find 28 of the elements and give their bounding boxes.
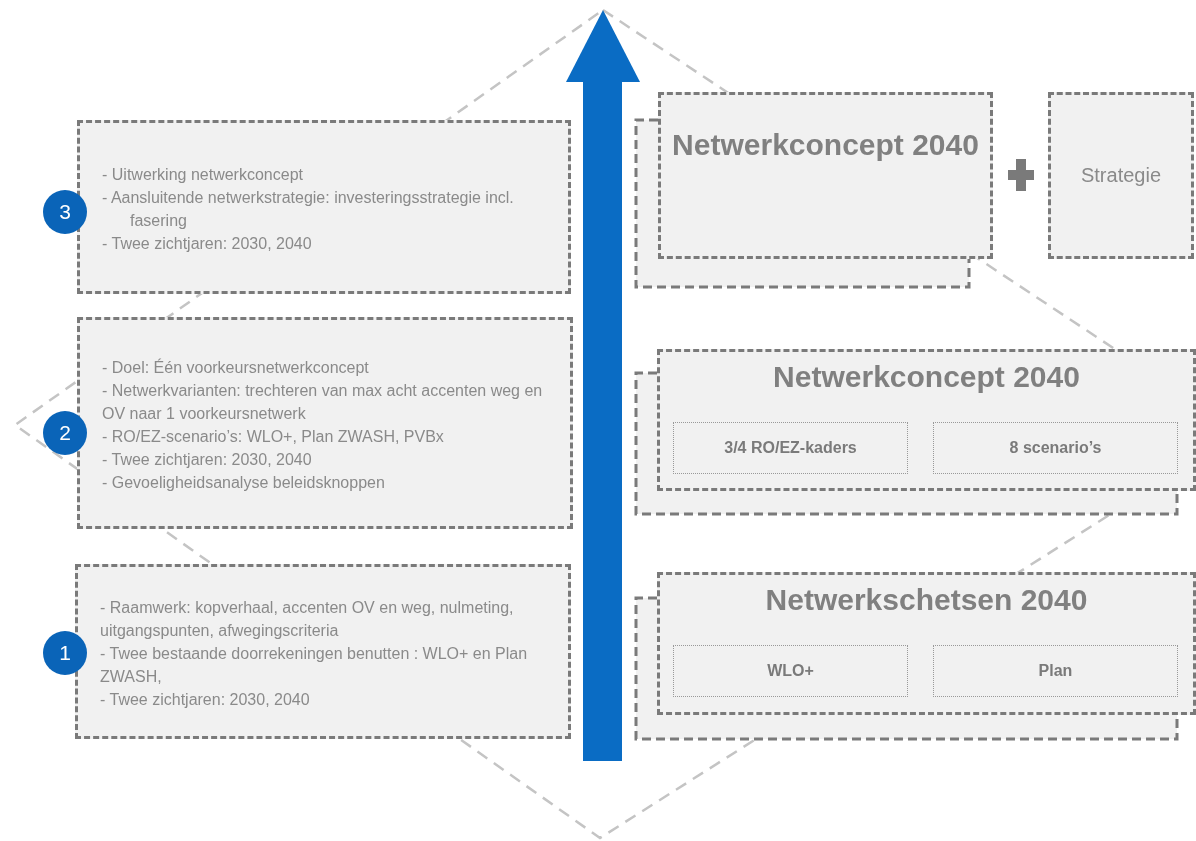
title-card bbox=[657, 349, 1196, 491]
callout-number: 3 bbox=[43, 190, 87, 234]
callout-number: 1 bbox=[43, 631, 87, 675]
list-item: - Gevoeligheidsanalyse beleidsknoppen bbox=[102, 473, 386, 493]
list-item: - Twee bestaande doorrekeningen benutten : WLO+ en Plan ZWASH, bbox=[100, 644, 529, 687]
list-item: - Aansluitende netwerkstrategie: investeringsstrategie incl. fasering bbox=[102, 188, 515, 231]
list-item: - RO/EZ-scenario’s: WLO+, Plan ZWASH, PVBx bbox=[102, 427, 445, 447]
text-card bbox=[75, 564, 571, 739]
card-title: Netwerkschetsen 2040 bbox=[764, 583, 1089, 617]
list-item: - Raamwerk: kopverhaal, accenten OV en weg, nulmeting, uitgangspunten, afwegingscriteria bbox=[100, 598, 515, 641]
callout-number: 2 bbox=[43, 411, 87, 455]
text-card bbox=[77, 317, 573, 529]
sub-box: 3/4 RO/EZ-kaders bbox=[673, 422, 908, 474]
list-item: - Netwerkvarianten: trechteren van max acht accenten weg en OV naar 1 voorkeursnetwerk bbox=[102, 381, 544, 424]
list-item: - Uitwerking netwerkconcept bbox=[102, 165, 304, 185]
list-item: - Doel: Één voorkeursnetwerkconcept bbox=[102, 357, 370, 378]
sub-box: Plan bbox=[933, 645, 1178, 697]
card-title: Netwerkconcept 2040 bbox=[671, 127, 980, 163]
card: Strategie bbox=[1048, 92, 1194, 259]
list-item: - Twee zichtjaren: 2030, 2040 bbox=[100, 690, 311, 710]
list-item: - Twee zichtjaren: 2030, 2040 bbox=[102, 234, 313, 254]
list-item: - Twee zichtjaren: 2030, 2040 bbox=[102, 450, 313, 470]
title-card bbox=[658, 92, 993, 259]
title-card bbox=[657, 572, 1196, 715]
card-title: Netwerkconcept 2040 bbox=[772, 360, 1081, 394]
sub-box: WLO+ bbox=[673, 645, 908, 697]
sub-box: 8 scenario’s bbox=[933, 422, 1178, 474]
text-card bbox=[77, 120, 571, 294]
